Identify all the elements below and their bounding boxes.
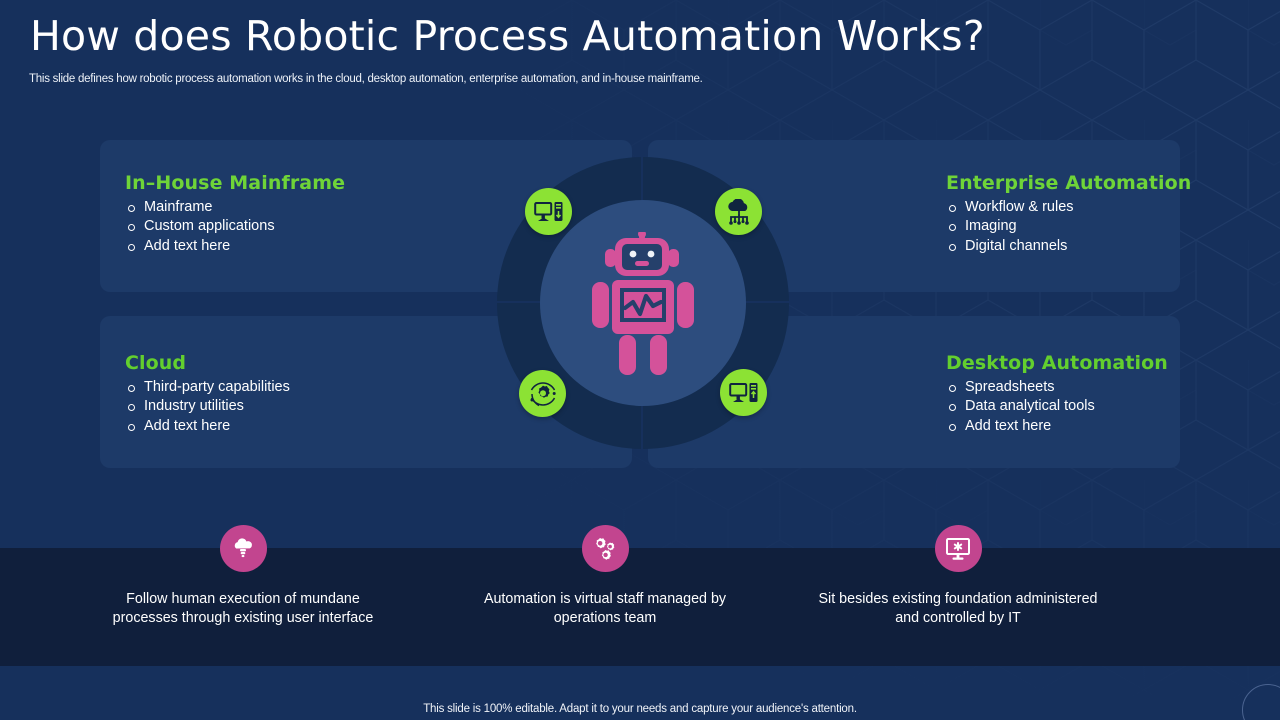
- group-enterprise-automation: Enterprise Automation Workflow & rules I…: [946, 172, 1191, 256]
- list-item: Data analytical tools: [946, 397, 1168, 416]
- bullet-ring-icon: [949, 205, 956, 212]
- bottom-item-caption: Automation is virtual staff managed by o…: [483, 591, 727, 626]
- bullet-ring-icon: [949, 224, 956, 232]
- bottom-item-caption: Sit besides existing foundation administ…: [818, 591, 1098, 626]
- list-item-label: Imaging: [965, 218, 1017, 235]
- heading-cloud: Cloud: [125, 352, 187, 374]
- bottom-item-caption: Follow human execution of mundane proces…: [112, 591, 374, 626]
- list-item: Add text here: [125, 237, 345, 256]
- bullet-ring-icon: [128, 385, 135, 392]
- bullet-ring-icon: [949, 404, 956, 412]
- list-cloud: Third-party capabilities Industry utilit…: [125, 378, 290, 436]
- monitor-star-icon: [934, 525, 982, 572]
- bullet-ring-icon: [128, 423, 135, 431]
- list-item: Imaging: [946, 217, 1191, 236]
- group-cloud: Cloud Third-party capabilities Industry …: [125, 352, 290, 436]
- brain-idea-icon: [219, 525, 267, 572]
- gears-icon: [581, 525, 629, 572]
- bullet-ring-icon: [949, 385, 956, 392]
- node-desktop-tower-bottom-right[interactable]: [720, 369, 767, 416]
- list-item-label: Workflow & rules: [965, 199, 1074, 215]
- list-enterprise-automation: Workflow & rules Imaging Digital channel…: [946, 198, 1191, 256]
- list-item: Add text here: [946, 417, 1168, 436]
- heading-desktop-automation: Desktop Automation: [946, 352, 1168, 374]
- heading-enterprise-automation: Enterprise Automation: [946, 172, 1192, 194]
- list-item-label: Data analytical tools: [965, 398, 1095, 415]
- page-title: How does Robotic Process Automation Work…: [30, 12, 985, 60]
- bullet-ring-icon: [128, 243, 135, 251]
- list-in-house-mainframe: Mainframe Custom applications Add text h…: [125, 198, 345, 256]
- bullet-ring-icon: [949, 243, 956, 251]
- list-item: Spreadsheets: [946, 378, 1168, 397]
- corner-circle-decoration: [1242, 684, 1280, 720]
- group-in-house-mainframe: In–House Mainframe Mainframe Custom appl…: [125, 172, 345, 256]
- list-item: Digital channels: [946, 237, 1191, 256]
- list-item: Add text here: [125, 417, 290, 436]
- node-desktop-tower-top-left[interactable]: [525, 188, 572, 235]
- list-item-label: Add text here: [965, 417, 1052, 434]
- node-gear-orbit-bottom-left[interactable]: [519, 370, 566, 417]
- bullet-ring-icon: [128, 224, 135, 232]
- list-desktop-automation: Spreadsheets Data analytical tools Add t…: [946, 378, 1168, 436]
- list-item: Third-party capabilities: [125, 378, 290, 397]
- heading-in-house-mainframe: In–House Mainframe: [125, 172, 346, 194]
- list-item-label: Industry utilities: [144, 398, 244, 415]
- bullet-ring-icon: [128, 205, 135, 212]
- list-item-label: Third-party capabilities: [144, 379, 290, 395]
- page-subtitle: This slide defines how robotic process a…: [29, 73, 703, 85]
- list-item-label: Digital channels: [965, 237, 1068, 254]
- bottom-item-1: Follow human execution of mundane proces…: [93, 525, 393, 627]
- list-item-label: Spreadsheets: [965, 379, 1055, 395]
- footer-note: This slide is 100% editable. Adapt it to…: [423, 703, 857, 715]
- list-item: Mainframe: [125, 198, 345, 217]
- list-item-label: Custom applications: [144, 218, 275, 235]
- list-item-label: Add text here: [144, 237, 231, 254]
- bottom-item-2: Automation is virtual staff managed by o…: [455, 525, 755, 627]
- robot-icon: [588, 230, 698, 377]
- list-item: Workflow & rules: [946, 198, 1191, 217]
- bottom-item-3: Sit besides existing foundation administ…: [808, 525, 1108, 627]
- node-cloud-network-top-right[interactable]: [715, 188, 762, 235]
- list-item-label: Mainframe: [144, 199, 213, 215]
- list-item: Industry utilities: [125, 397, 290, 416]
- group-desktop-automation: Desktop Automation Spreadsheets Data ana…: [946, 352, 1168, 436]
- bullet-ring-icon: [949, 423, 956, 431]
- list-item-label: Add text here: [144, 417, 231, 434]
- list-item: Custom applications: [125, 217, 345, 236]
- bottom-band: [0, 548, 1280, 666]
- bullet-ring-icon: [128, 404, 135, 412]
